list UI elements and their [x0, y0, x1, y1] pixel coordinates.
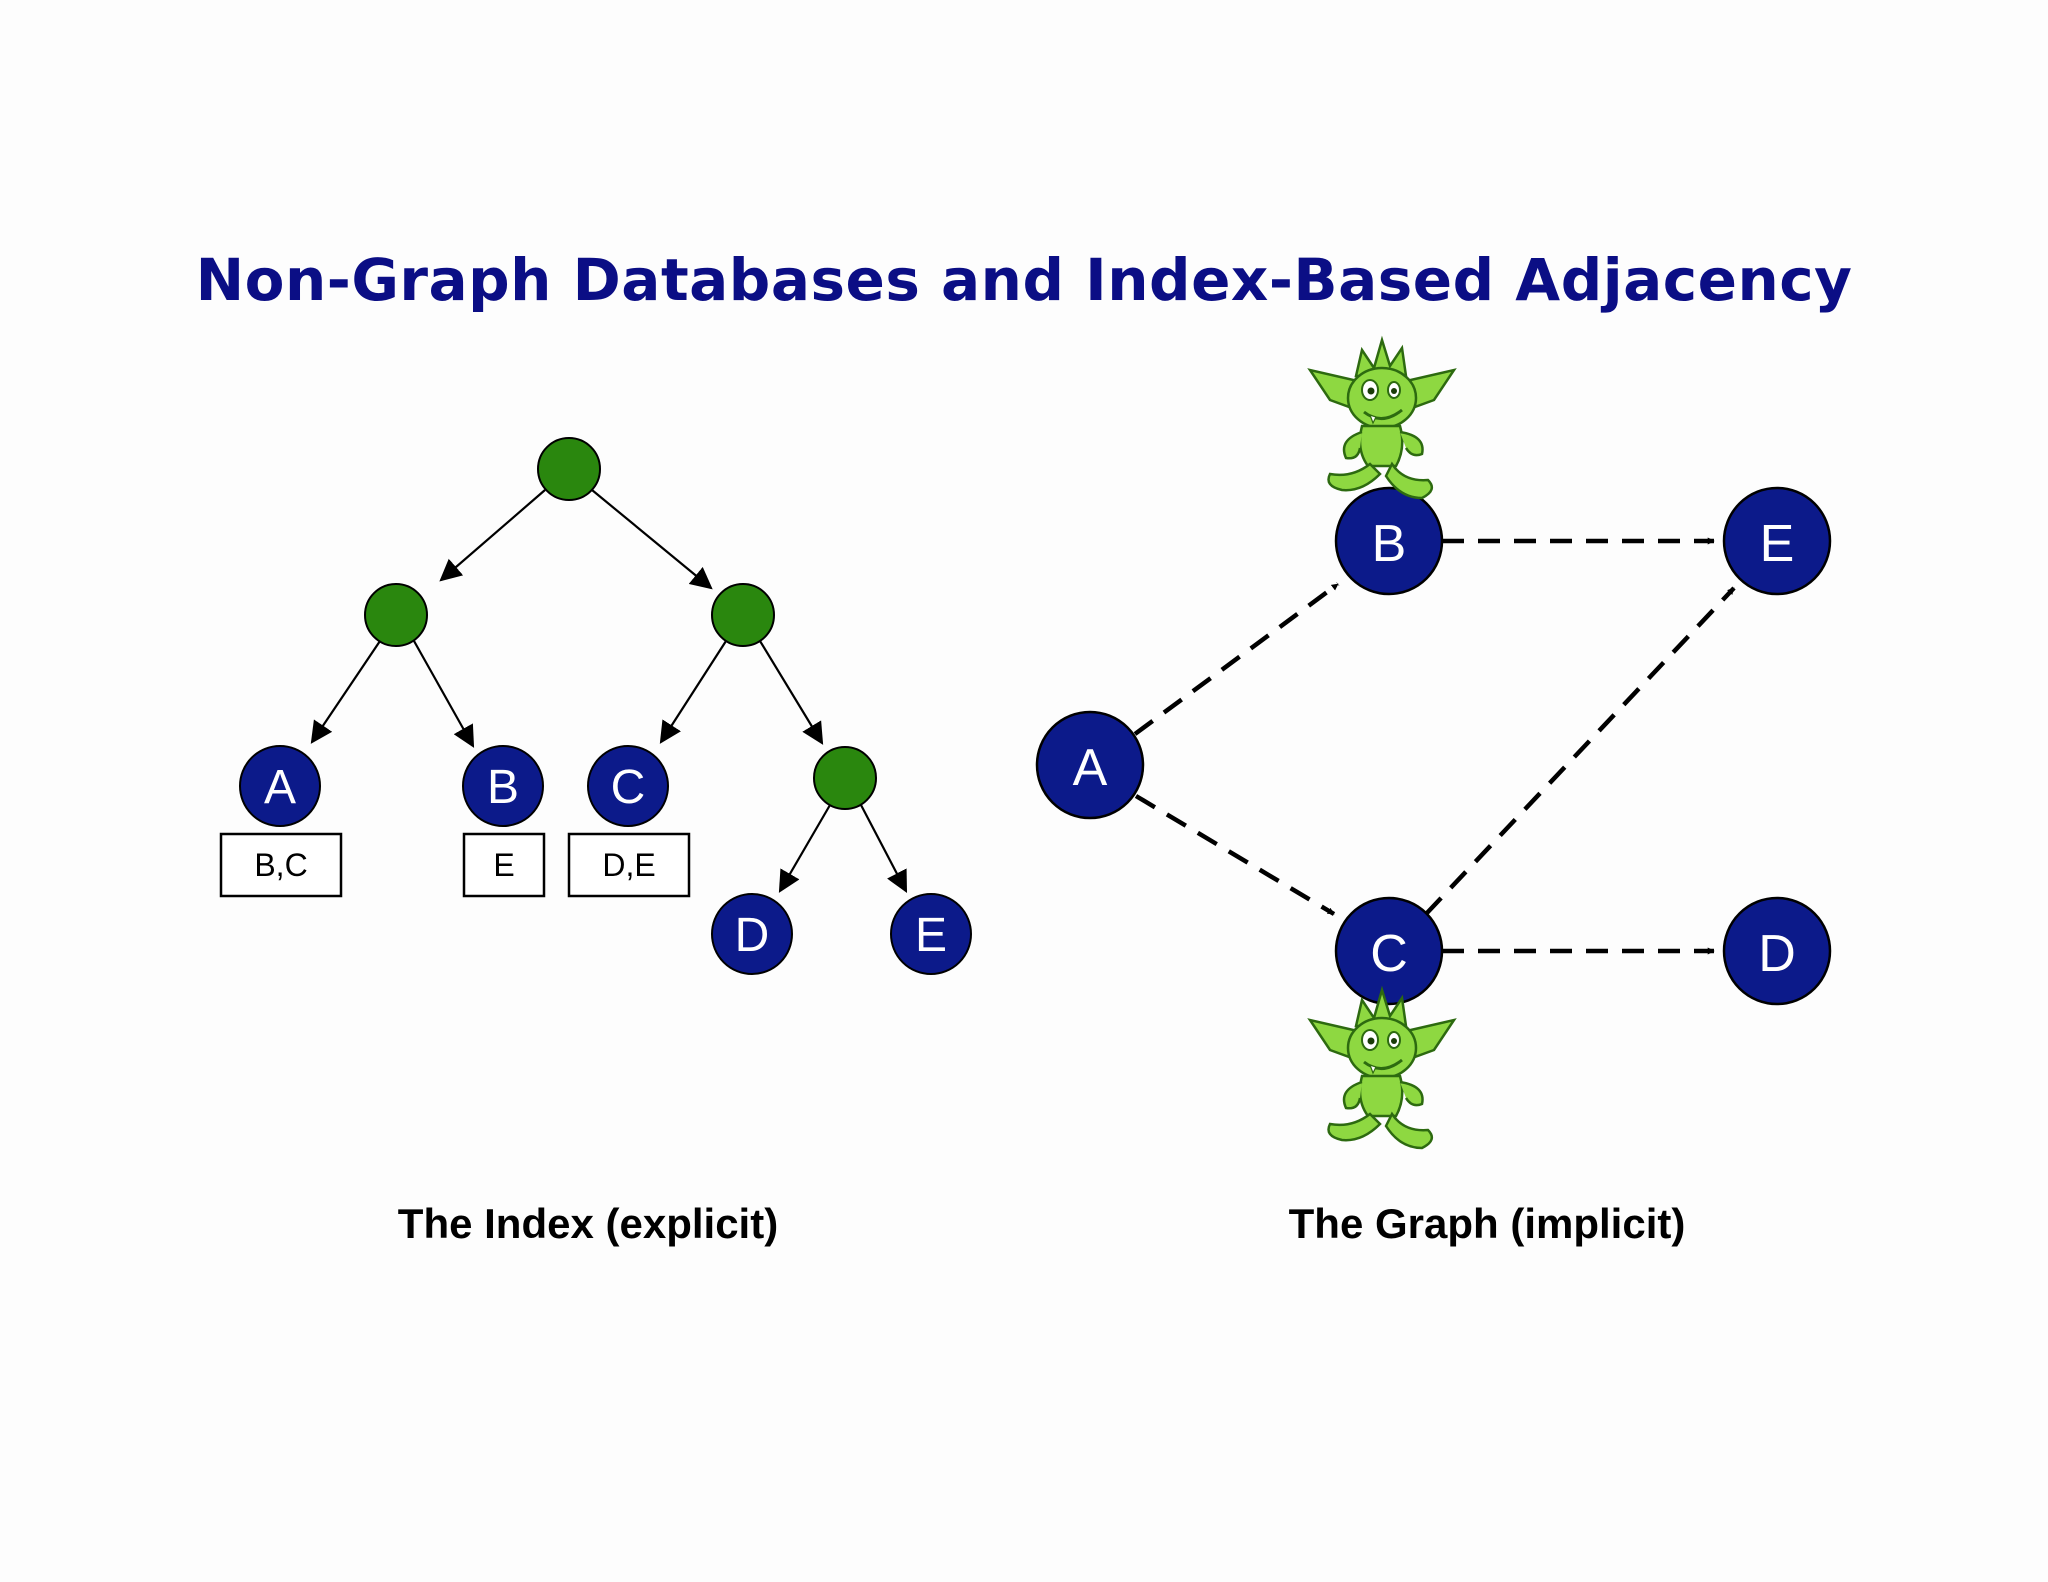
tree-edge	[591, 489, 713, 590]
index-caption: The Index (explicit)	[397, 1200, 779, 1247]
tree-edge	[310, 640, 381, 744]
index-tree: A B C D E B,C E D,E	[219, 437, 972, 975]
index-leaf-d: D	[711, 893, 793, 975]
tree-edge	[759, 640, 824, 745]
graph-node-d: D	[1722, 896, 1832, 1006]
node-label: D	[735, 909, 770, 962]
graph-node-a: A	[1035, 710, 1145, 820]
graph-edge-c-e	[1424, 586, 1736, 916]
goblin-mascot-icon	[1307, 335, 1457, 500]
node-label: A	[264, 761, 296, 814]
adjacency-label: B,C	[254, 847, 307, 883]
index-leaf-a: A	[239, 745, 321, 827]
node-label: C	[1370, 925, 1408, 983]
graph-edges	[1133, 537, 1736, 955]
graph-edge-a-b	[1133, 582, 1340, 736]
index-internal-node	[813, 746, 877, 810]
index-internal-node	[537, 437, 601, 501]
graph-edge-a-c	[1134, 794, 1336, 916]
node-label: B	[487, 761, 519, 814]
page-title: Non-Graph Databases and Index-Based Adja…	[195, 246, 1853, 314]
node-label: E	[1760, 515, 1795, 573]
index-leaf-c: C	[587, 745, 669, 827]
node-label: A	[1073, 739, 1108, 797]
tree-edge	[860, 804, 908, 893]
graph-node-b: B	[1334, 486, 1444, 596]
node-label: D	[1758, 925, 1796, 983]
index-leaf-e: E	[890, 893, 972, 975]
adjacency-box-c: D,E	[567, 832, 691, 898]
index-leaf-b: B	[462, 745, 544, 827]
node-label: B	[1372, 515, 1407, 573]
index-tree-edges	[310, 489, 908, 893]
node-label: C	[611, 761, 646, 814]
adjacency-label: E	[493, 847, 514, 883]
tree-edge	[778, 804, 831, 893]
tree-edge	[439, 489, 546, 582]
index-internal-node	[711, 583, 775, 647]
index-internal-node	[364, 583, 428, 647]
tree-edge	[659, 640, 727, 744]
adjacency-label: D,E	[602, 847, 655, 883]
adjacency-box-a: B,C	[219, 832, 343, 898]
graph-node-c: C	[1334, 896, 1444, 1006]
graph: A B C D E	[1035, 335, 1832, 1150]
goblin-mascot-icon	[1308, 988, 1456, 1150]
tree-edge	[413, 640, 475, 748]
graph-node-e: E	[1722, 486, 1832, 596]
node-label: E	[915, 909, 947, 962]
adjacency-box-b: E	[462, 832, 546, 898]
graph-caption: The Graph (implicit)	[1288, 1200, 1686, 1247]
